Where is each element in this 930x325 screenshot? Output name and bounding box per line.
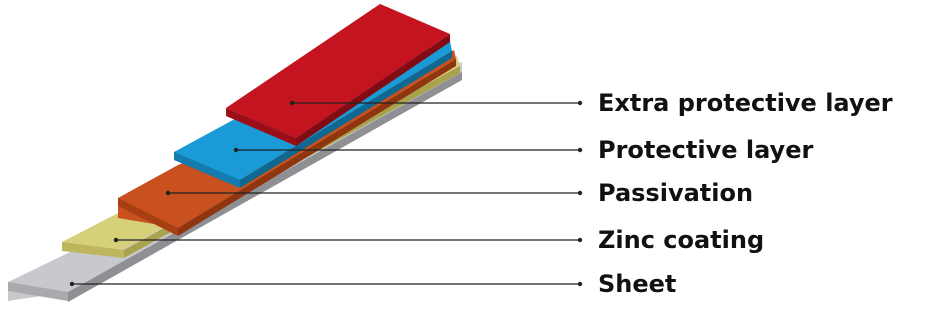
protective-side-face — [240, 51, 452, 188]
extra-side-face — [296, 34, 450, 146]
label-extra-protective-layer: Extra protective layer — [598, 89, 893, 117]
callout-sheet: Sheet — [69, 270, 676, 298]
protective-front-face — [174, 152, 240, 188]
extra-top-face — [226, 4, 450, 138]
sheet-front-face — [8, 282, 68, 301]
label-zinc-coating: Zinc coating — [598, 226, 764, 254]
callout-extra: Extra protective layer — [289, 89, 893, 117]
zinc-front-face — [62, 242, 124, 258]
callout-zinc: Zinc coating — [113, 226, 764, 254]
label-passivation: Passivation — [598, 179, 753, 207]
callout-protective: Protective layer — [233, 136, 813, 164]
layer-extra — [226, 4, 450, 146]
callout-passivation: Passivation — [165, 179, 753, 207]
extra-front-face — [226, 108, 296, 146]
label-protective-layer: Protective layer — [598, 136, 813, 164]
label-sheet: Sheet — [598, 270, 676, 298]
sheet-side-face — [68, 72, 462, 302]
passivation-front-face — [118, 198, 178, 236]
